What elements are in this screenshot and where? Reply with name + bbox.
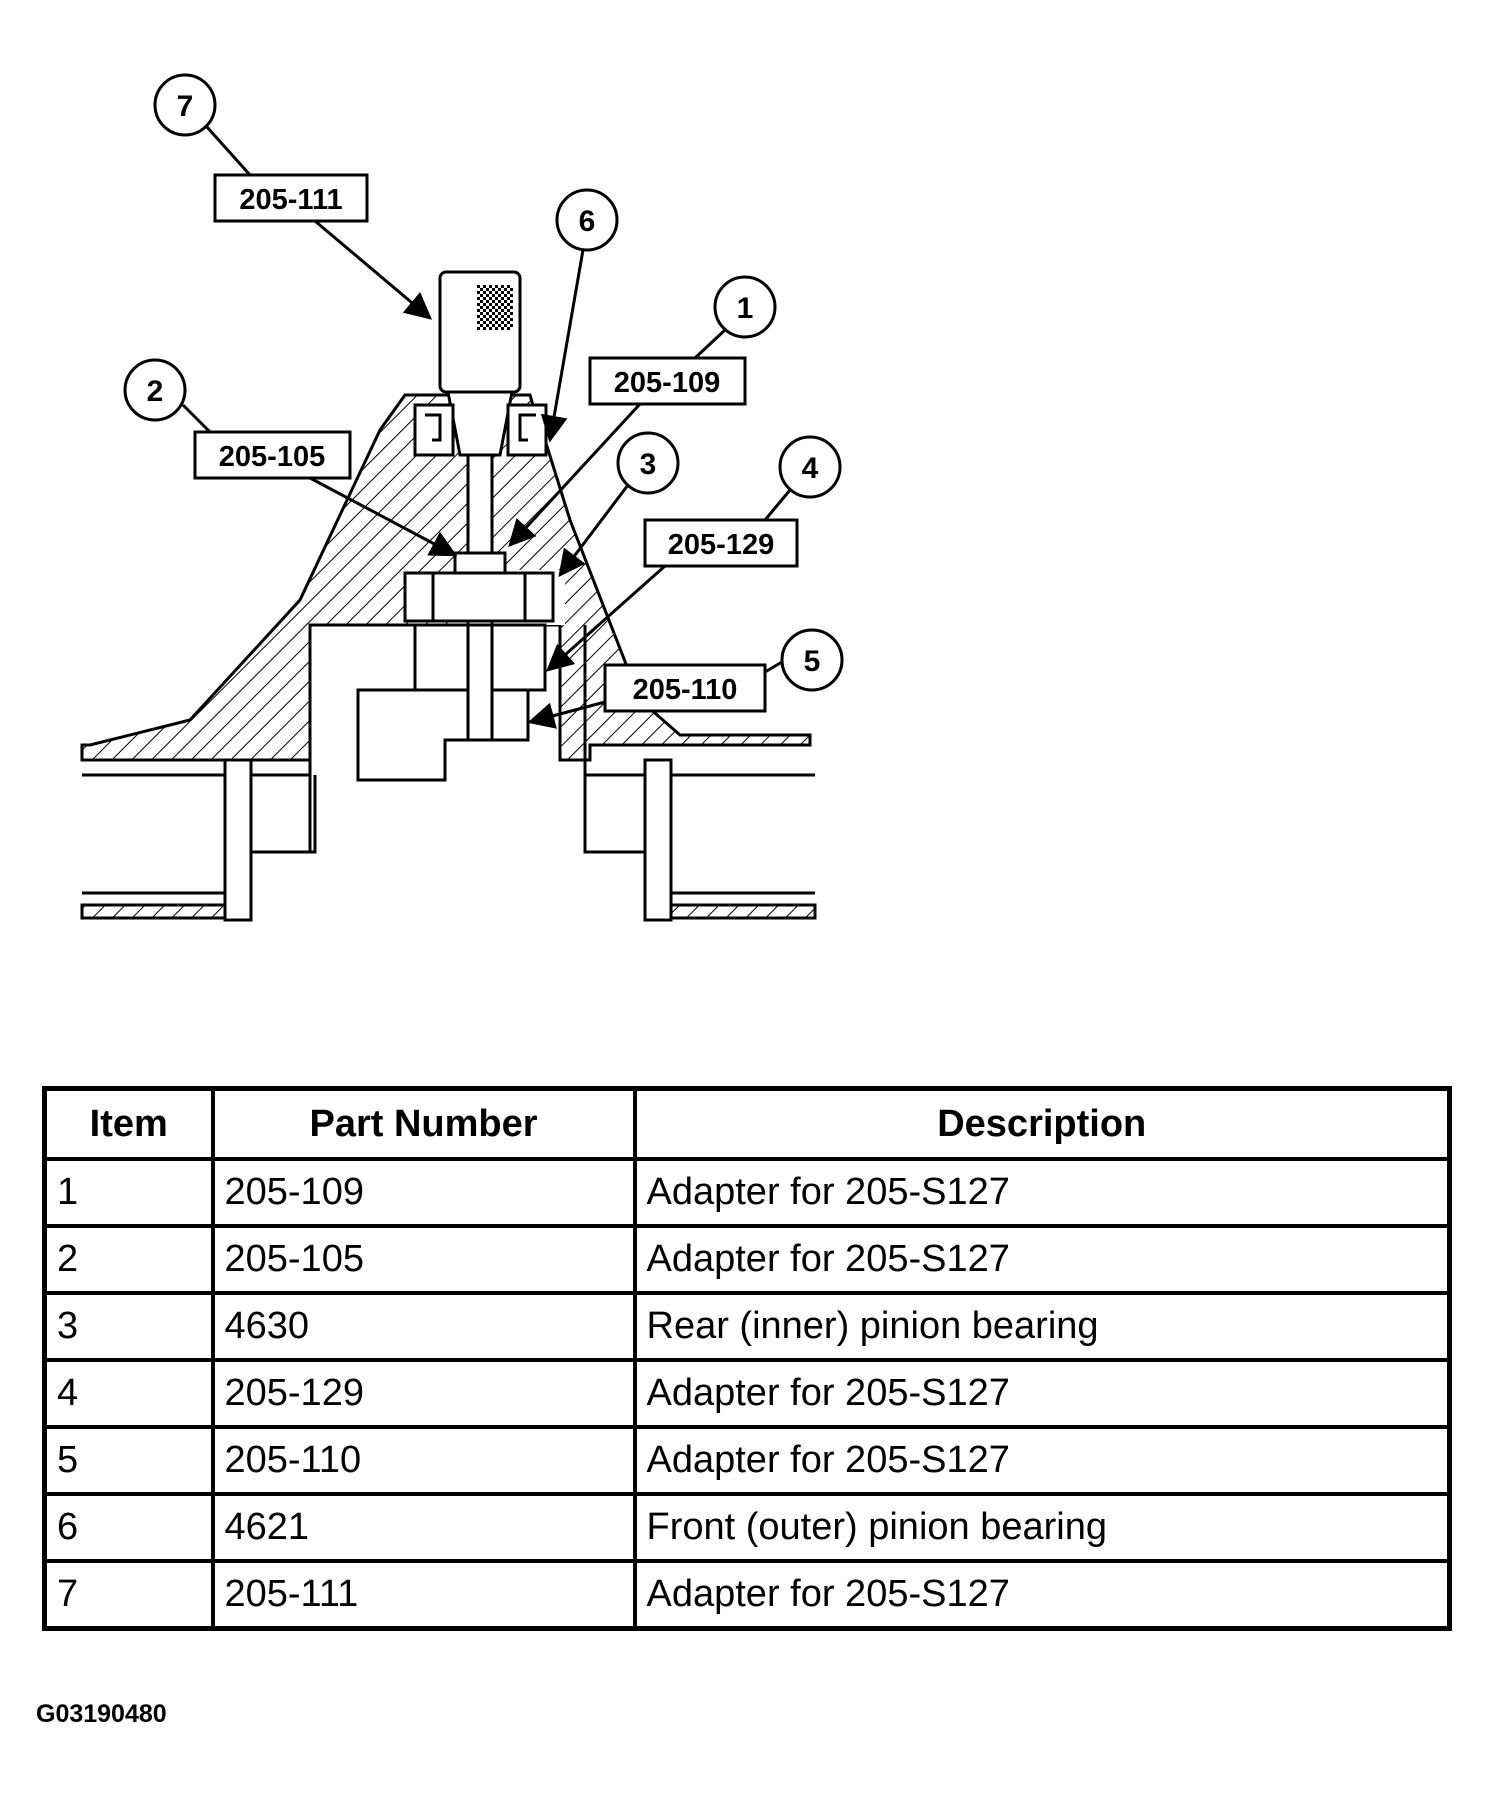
callout-number: 4 [802,452,819,485]
cell-description: Adapter for 205-S127 [632,1224,1452,1295]
cell-part-number: 205-111 [210,1559,637,1631]
cell-description: Adapter for 205-S127 [632,1157,1452,1228]
callout-number: 3 [640,448,657,481]
figure-id: G03190480 [36,1700,167,1728]
table-row: 2 205-105 Adapter for 205-S127 [42,1224,1452,1295]
cell-description: Front (outer) pinion bearing [632,1492,1452,1563]
tool-installation-diagram: 7 6 1 2 3 4 5 205-111 205-109 205-105 20… [80,73,844,922]
header-item: Item [42,1086,215,1161]
part-label-boxes [193,173,799,713]
table-row: 6 4621 Front (outer) pinion bearing [42,1492,1452,1563]
cell-description: Adapter for 205-S127 [632,1425,1452,1496]
table-row: 1 205-109 Adapter for 205-S127 [42,1157,1452,1228]
callout-number: 6 [579,205,596,238]
cell-part-number: 205-105 [210,1224,637,1295]
cell-part-number: 205-109 [210,1157,637,1228]
table-row: 4 205-129 Adapter for 205-S127 [42,1358,1452,1429]
part-label: 205-111 [239,184,342,216]
table-row: 7 205-111 Adapter for 205-S127 [42,1559,1452,1631]
cell-item: 4 [42,1358,215,1429]
header-part-number: Part Number [210,1086,637,1161]
callout-number: 1 [737,292,754,325]
table-row: 3 4630 Rear (inner) pinion bearing [42,1291,1452,1362]
part-label: 205-109 [614,367,720,399]
cell-part-number: 205-129 [210,1358,637,1429]
cell-item: 1 [42,1157,215,1228]
cell-item: 6 [42,1492,215,1563]
table-header-row: Item Part Number Description [42,1086,1452,1161]
cell-item: 5 [42,1425,215,1496]
callout-circles [123,73,844,692]
cell-description: Rear (inner) pinion bearing [632,1291,1452,1362]
parts-table: Item Part Number Description 1 205-109 A… [42,1086,1452,1631]
callout-number: 7 [177,90,194,123]
cell-description: Adapter for 205-S127 [632,1358,1452,1429]
installer-tool-stack [356,270,555,782]
cell-part-number: 205-110 [210,1425,637,1496]
cell-item: 7 [42,1559,215,1631]
cell-description: Adapter for 205-S127 [632,1559,1452,1631]
cell-part-number: 4621 [210,1492,637,1563]
carrier-frame [80,625,817,922]
header-description: Description [632,1086,1452,1161]
leader-lines [181,125,792,729]
cell-item: 2 [42,1224,215,1295]
callout-number: 5 [804,645,821,678]
part-label: 205-129 [668,529,774,561]
cell-part-number: 4630 [210,1291,637,1362]
callout-number: 2 [147,375,164,408]
part-label: 205-110 [633,674,738,706]
table-row: 5 205-110 Adapter for 205-S127 [42,1425,1452,1496]
part-label: 205-105 [219,441,325,473]
cell-item: 3 [42,1291,215,1362]
